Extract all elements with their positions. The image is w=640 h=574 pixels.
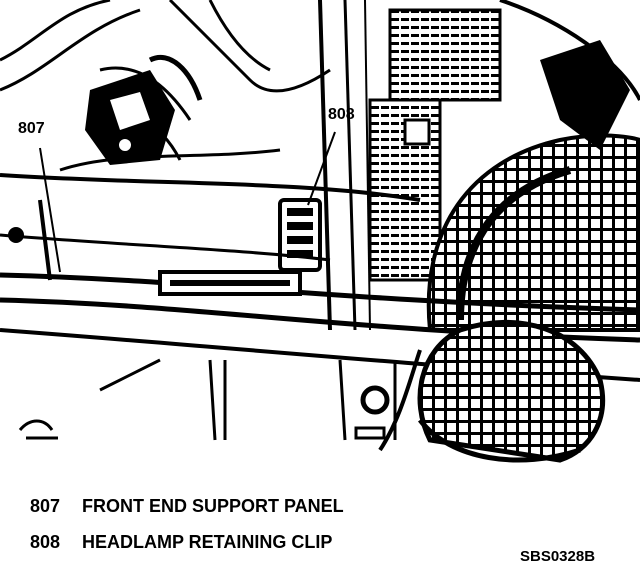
fuse-block	[318, 0, 502, 331]
legend-row: 807 FRONT END SUPPORT PANEL	[30, 496, 344, 517]
figure-code: SBS0328B	[520, 548, 596, 565]
headlamp-retaining-clip	[278, 198, 322, 272]
callout-807: 807	[18, 120, 45, 137]
cooling-fan	[426, 0, 640, 332]
legend-description: HEADLAMP RETAINING CLIP	[82, 532, 333, 552]
upper-left-hoses	[0, 0, 331, 172]
legend-row: 808 HEADLAMP RETAINING CLIP	[30, 532, 332, 553]
leader-lines	[39, 131, 336, 273]
leader-808	[307, 131, 336, 206]
legend-description: FRONT END SUPPORT PANEL	[82, 496, 344, 516]
lower-bracket	[18, 358, 397, 441]
sensor-cluster	[85, 54, 203, 165]
callout-808: 808	[328, 106, 355, 123]
headlamp-assembly	[378, 319, 606, 463]
leader-807	[39, 147, 61, 273]
legend-number: 808	[30, 532, 61, 552]
legend-number: 807	[30, 496, 61, 516]
engine-bay-illustration	[0, 0, 640, 463]
